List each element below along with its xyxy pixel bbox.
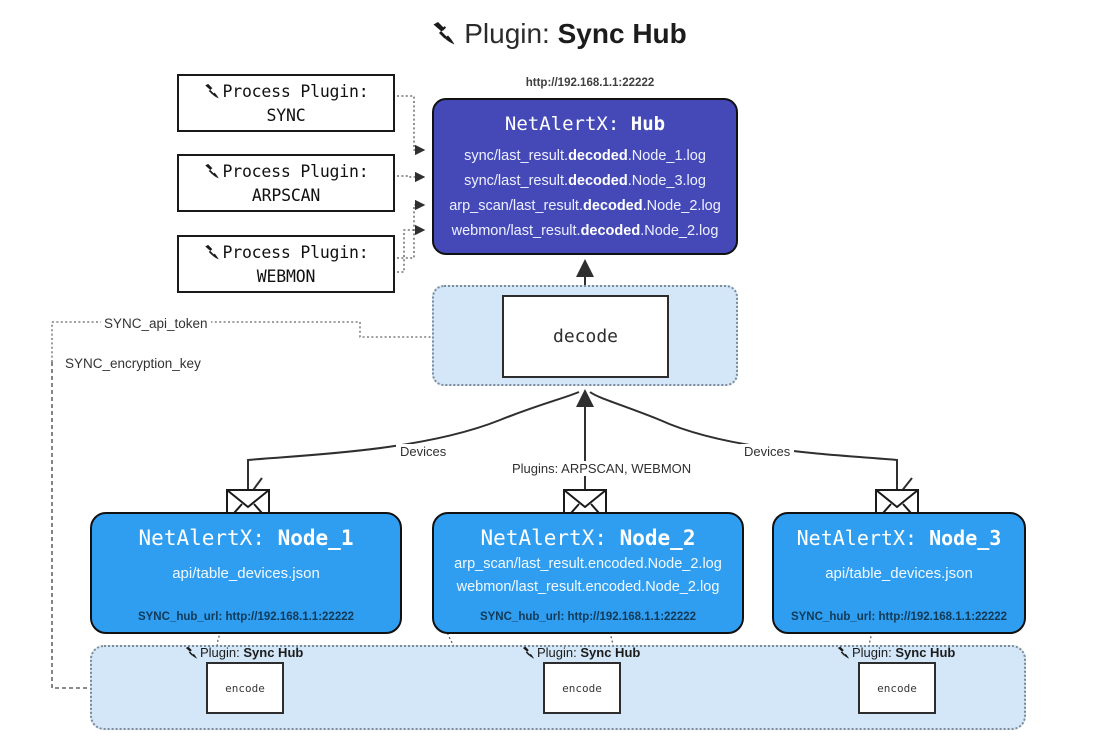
log-pre: sync/last_result. [464,172,569,189]
encode-label-name: Sync Hub [243,645,304,660]
page-title: Plugin: Sync Hub [0,18,1117,54]
encode-plugin-label: Plugin: Sync Hub [836,645,955,663]
encode-label-name: Sync Hub [895,645,956,660]
route-label-encryption-key: SYNC_encryption_key [62,356,204,371]
node-line: webmon/last_result.encoded.Node_2.log [456,579,720,596]
plug-icon [521,645,536,663]
plug-icon [184,645,199,663]
node-title: NetAlertX: Node_2 [434,526,742,550]
log-mid: decoded [580,222,641,239]
hub-log-line: sync/last_result.decoded.Node_1.log [434,144,736,169]
log-post: .Node_1.log [627,148,706,164]
node-hub-url: SYNC_hub_url: http://192.168.1.1:22222 [92,611,400,623]
encode-label-name: Sync Hub [580,645,641,660]
process-plugin-box-webmon[interactable]: Process Plugin: WEBMON [177,235,395,293]
route-label-api-token: SYNC_api_token [101,316,211,331]
node-hub-url: SYNC_hub_url: http://192.168.1.1:22222 [774,611,1024,623]
node-title-prefix: NetAlertX: [138,526,278,550]
log-post: .Node_3.log [627,172,706,189]
log-post: .Node_2.log [642,197,721,214]
node-hub-url-key: SYNC_hub_url: [137,611,226,623]
log-mid: decoded [568,148,628,164]
process-plugin-box-sync[interactable]: Process Plugin: SYNC [177,74,395,132]
plug-icon [836,645,851,663]
node-line: api/table_devices.json [825,565,973,582]
title-prefix: Plugin: [464,18,558,49]
process-plugin-label: Process Plugin: [222,162,369,181]
title-name: Sync Hub [557,18,687,49]
hub-node-box[interactable]: NetAlertX: Hub sync/last_result.decoded.… [432,98,738,255]
node-title-name: Node_3 [929,526,1002,550]
hub-log-list: sync/last_result.decoded.Node_1.log sync… [434,144,736,244]
node-hub-url-key: SYNC_hub_url: [790,611,879,623]
hub-log-line: webmon/last_result.decoded.Node_2.log [434,219,736,244]
log-post: .Node_2.log [640,222,719,239]
node-hub-url-value: http://192.168.1.1:22222 [878,611,1008,623]
node-hub-url-value: http://192.168.1.1:22222 [567,611,697,623]
node-title-name: Node_1 [277,526,354,550]
node-line-list: api/table_devices.json [774,562,1024,586]
node-box-node-1[interactable]: NetAlertX: Node_1 api/table_devices.json… [90,512,402,634]
process-plugin-box-arpscan[interactable]: Process Plugin: ARPSCAN [177,154,395,212]
node-title-prefix: NetAlertX: [796,526,930,550]
encode-label-prefix: Plugin: [852,645,896,660]
node-title: NetAlertX: Node_1 [92,526,400,550]
node-line-list: api/table_devices.json [92,562,400,586]
edge-label-plugins: Plugins: ARPSCAN, WEBMON [508,461,696,476]
node-title: NetAlertX: Node_3 [774,526,1024,550]
decode-box[interactable]: decode [502,295,669,378]
node-box-node-3[interactable]: NetAlertX: Node_3 api/table_devices.json… [772,512,1026,634]
log-pre: webmon/last_result. [451,222,581,239]
encode-plugin-label: Plugin: Sync Hub [521,645,640,663]
process-plugin-label: Process Plugin: [222,243,369,262]
node-line: arp_scan/last_result.encoded.Node_2.log [454,556,722,572]
plug-icon [203,82,221,105]
encode-label-prefix: Plugin: [537,645,581,660]
node-line-list: arp_scan/last_result.encoded.Node_2.log … [434,553,742,600]
hub-log-line: arp_scan/last_result.decoded.Node_2.log [434,194,736,219]
node-line: api/table_devices.json [172,565,320,582]
plug-icon [203,162,221,185]
node-hub-url: SYNC_hub_url: http://192.168.1.1:22222 [434,611,742,623]
encode-box[interactable]: encode [206,662,284,714]
process-plugin-name: WEBMON [256,267,316,287]
hub-url-label: http://192.168.1.1:22222 [525,77,655,89]
process-plugin-name: ARPSCAN [251,186,321,206]
plug-icon [203,243,221,266]
node-box-node-2[interactable]: NetAlertX: Node_2 arp_scan/last_result.e… [432,512,744,634]
hub-title-name: Hub [630,113,666,135]
process-plugin-name: SYNC [266,106,306,126]
process-plugin-label: Process Plugin: [222,82,369,101]
node-title-name: Node_2 [619,526,696,550]
encode-plugin-label: Plugin: Sync Hub [184,645,303,663]
log-mid: decoded [568,172,628,189]
node-hub-url-key: SYNC_hub_url: [479,611,568,623]
hub-log-line: sync/last_result.decoded.Node_3.log [434,169,736,194]
plug-icon [430,19,458,54]
hub-title-prefix: NetAlertX: [504,113,631,135]
log-pre: arp_scan/last_result. [449,197,583,214]
edge-label-devices-right: Devices [740,444,795,459]
node-hub-url-value: http://192.168.1.1:22222 [225,611,355,623]
encode-box[interactable]: encode [858,662,936,714]
node-title-prefix: NetAlertX: [480,526,620,550]
log-mid: decoded [582,197,643,214]
encode-label-prefix: Plugin: [200,645,244,660]
log-pre: sync/last_result. [464,148,569,164]
hub-title: NetAlertX: Hub [434,113,736,135]
encode-box[interactable]: encode [543,662,621,714]
edge-label-devices-left: Devices [396,444,451,459]
